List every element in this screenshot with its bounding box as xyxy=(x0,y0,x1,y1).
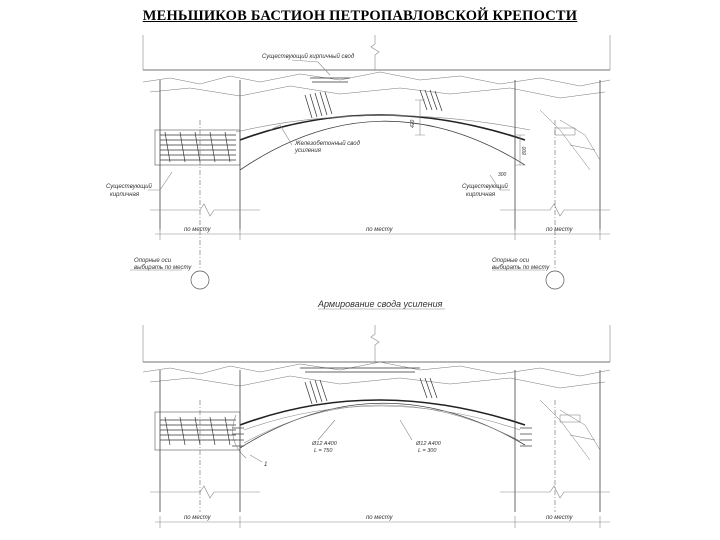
section-title: Армирование свода усиления xyxy=(317,299,443,309)
label-roof-vault: Существующий кирпичный свод xyxy=(262,53,355,60)
dim-left-bottom: по месту xyxy=(184,515,212,521)
rebar-left-1: Ø12 А400 xyxy=(311,441,338,447)
rebar-right-1: Ø12 А400 xyxy=(415,441,442,447)
axis-left-1: Опорные оси xyxy=(134,258,172,264)
label-left-wall-1: Существующий xyxy=(106,183,153,190)
rebar-right-2: L = 300 xyxy=(418,448,437,454)
dim-left-top: по месту xyxy=(184,227,212,233)
label-reinforced-vault-1: Железобетонный свод xyxy=(294,140,361,147)
label-right-wall-2: кирпичная xyxy=(466,192,496,198)
label-reinforced-vault-2: усиления xyxy=(294,148,322,154)
callout-number: 1 xyxy=(264,462,267,468)
page-title: МЕНЬШИКОВ БАСТИОН ПЕТРОПАВЛОВСКОЙ КРЕПОС… xyxy=(142,8,578,24)
rebar-left-2: L = 750 xyxy=(314,448,333,454)
label-left-wall-2: кирпичная xyxy=(110,192,140,198)
axis-right-1: Опорные оси xyxy=(492,258,530,264)
bottom-section-drawing xyxy=(142,325,611,528)
dim-vertical-2: 800 xyxy=(522,146,528,155)
dim-right-bottom: по месту xyxy=(546,515,574,521)
top-section-drawing xyxy=(130,35,611,290)
dim-small: 300 xyxy=(498,172,507,178)
dim-vertical-1: 420 xyxy=(410,119,416,128)
dim-center-bottom: по месту xyxy=(366,515,394,521)
dim-right-top: по месту xyxy=(546,227,574,233)
axis-right-2: выбирать по месту xyxy=(492,265,550,271)
axis-left-2: выбирать по месту xyxy=(134,265,192,271)
label-right-wall-1: Существующий xyxy=(462,183,509,190)
dim-center-top: по месту xyxy=(366,227,394,233)
